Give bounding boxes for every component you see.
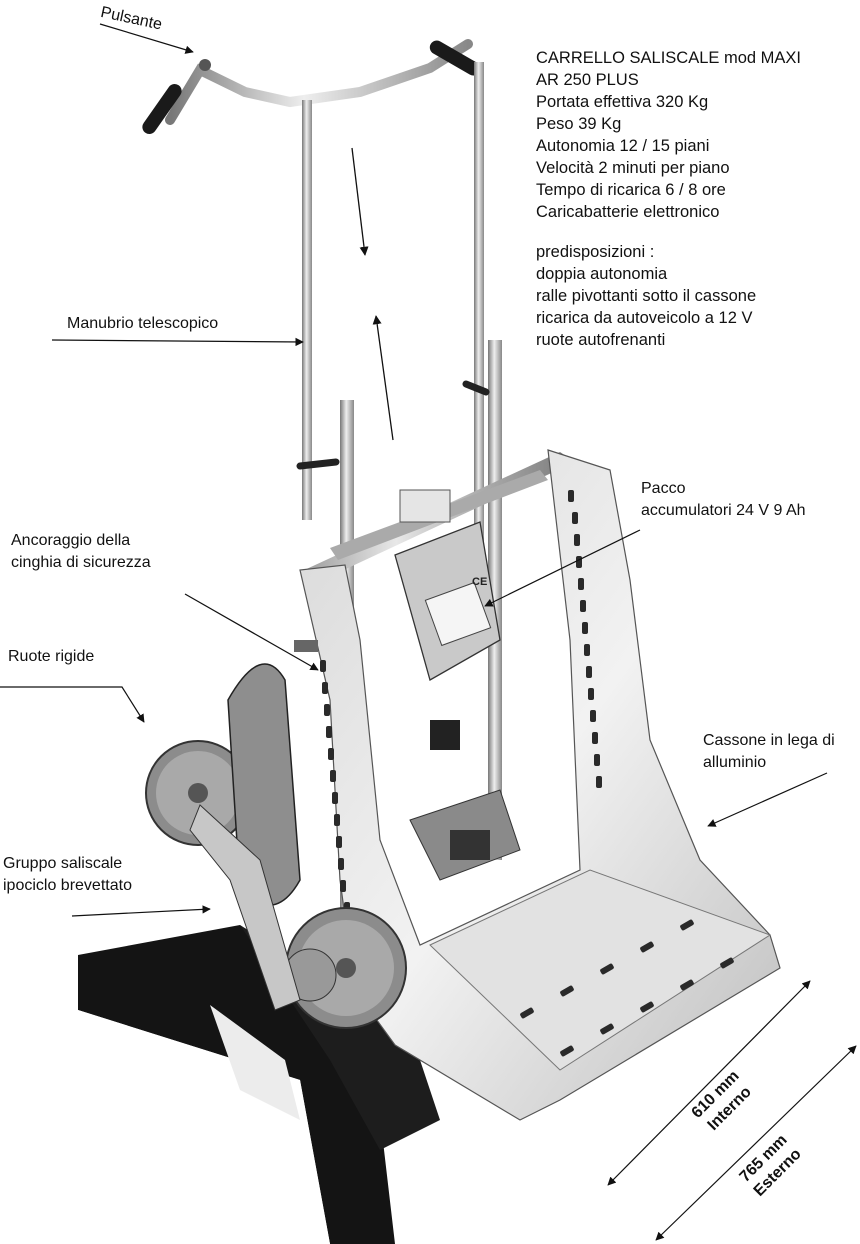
label-gruppo-saliscale: Gruppo saliscale ipociclo brevettato <box>3 853 132 897</box>
label-ancoraggio: Ancoraggio della cinghia di sicurezza <box>11 530 151 574</box>
label-ruote-rigide: Ruote rigide <box>8 648 95 665</box>
label-cassone: Cassone in lega di alluminio <box>703 730 835 774</box>
label-manubrio-telescopico: Manubrio telescopico <box>67 315 219 332</box>
label-gruppo-line1: Gruppo saliscale <box>3 855 123 872</box>
label-ancoraggio-line1: Ancoraggio della <box>11 532 131 549</box>
spec-block: CARRELLO SALISCALE mod MAXI AR 250 PLUS … <box>536 47 801 223</box>
battery-pack: CE <box>394 521 501 681</box>
option-item: doppia autonomia <box>536 265 668 283</box>
spec-line: Caricabatterie elettronico <box>536 203 720 221</box>
ce-mark: CE <box>472 576 487 588</box>
stair-climbing-wheels <box>145 640 407 1029</box>
label-cassone-line2: alluminio <box>703 754 767 771</box>
leader-arrows <box>0 23 828 917</box>
label-pacco-line1: Pacco <box>641 480 686 497</box>
spec-line: Tempo di ricarica 6 / 8 ore <box>536 181 726 199</box>
option-item: ralle pivottanti sotto il cassone <box>536 287 757 305</box>
option-item: ruote autofrenanti <box>536 331 666 349</box>
dimension-arrows <box>607 980 857 1241</box>
spec-title-line1: CARRELLO SALISCALE mod MAXI <box>536 49 802 67</box>
spec-title-line2: AR 250 PLUS <box>536 71 639 89</box>
label-pacco-accumulatori: Pacco accumulatori 24 V 9 Ah <box>641 478 806 522</box>
spec-line: Autonomia 12 / 15 piani <box>536 137 710 155</box>
label-pacco-line2: accumulatori 24 V 9 Ah <box>641 502 806 519</box>
spec-line: Velocità 2 minuti per piano <box>536 159 730 177</box>
label-ancoraggio-line2: cinghia di sicurezza <box>11 554 151 571</box>
label-cassone-line1: Cassone in lega di <box>703 732 835 749</box>
drive-mechanism <box>409 720 521 881</box>
label-gruppo-line2: ipociclo brevettato <box>3 877 132 894</box>
options-heading: predisposizioni : <box>536 243 655 261</box>
option-item: ricarica da autoveicolo a 12 V <box>536 309 753 327</box>
spec-line: Portata effettiva 320 Kg <box>536 93 709 111</box>
frame <box>300 452 575 582</box>
spec-line: Peso 39 Kg <box>536 115 622 133</box>
options-block: predisposizioni : doppia autonomia ralle… <box>536 241 756 351</box>
handle-motion-arrows <box>351 147 394 441</box>
